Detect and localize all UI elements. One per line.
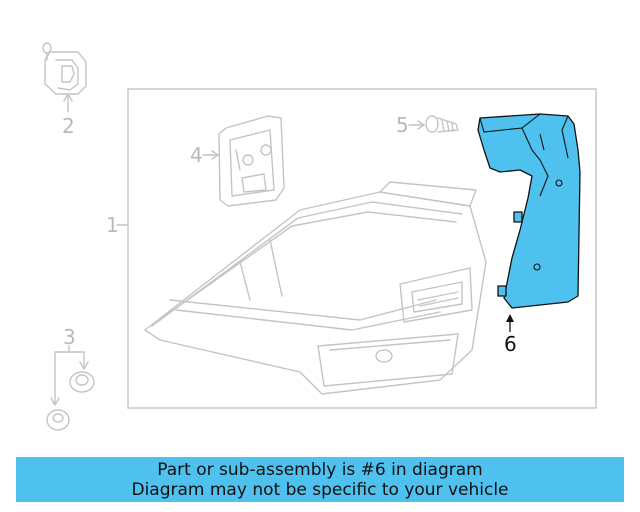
callout-6: 6 <box>504 332 517 356</box>
part-3-clips <box>46 345 95 431</box>
callout-1: 1 <box>106 213 119 237</box>
banner-line-1: Part or sub-assembly is #6 in diagram <box>157 459 483 480</box>
callout-4: 4 <box>190 143 203 167</box>
callout-3: 3 <box>63 325 76 349</box>
banner-line-2: Diagram may not be specific to your vehi… <box>131 479 509 500</box>
parts-diagram: 2 1 4 5 <box>42 42 597 431</box>
part-6-bracket <box>477 113 581 309</box>
leader-6-arrow <box>506 314 514 322</box>
callout-2: 2 <box>62 114 75 138</box>
assembly-frame <box>127 88 597 409</box>
part-4-gasket <box>218 115 285 207</box>
callout-5: 5 <box>396 113 409 137</box>
info-banner: Part or sub-assembly is #6 in diagram Di… <box>16 457 624 502</box>
part-5-screw <box>425 115 459 133</box>
tail-lamp-housing <box>144 181 487 395</box>
part-2-socket <box>42 42 87 113</box>
